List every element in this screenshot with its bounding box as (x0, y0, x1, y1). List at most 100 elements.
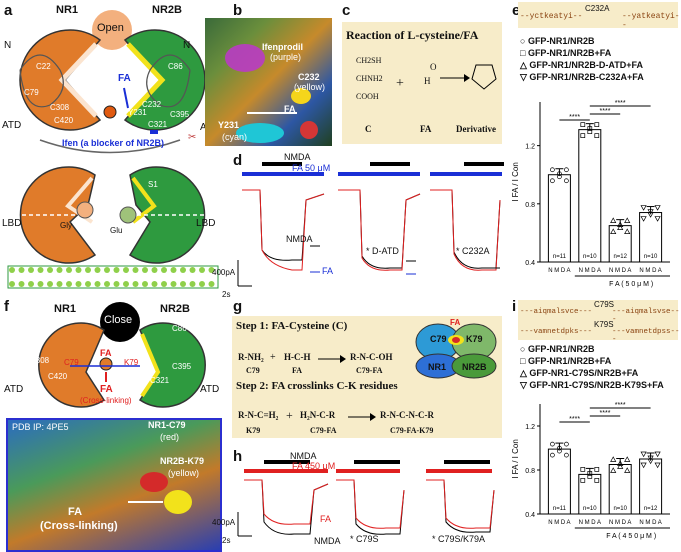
membrane-bead (123, 267, 129, 273)
i-seq2m: K79S (594, 320, 614, 329)
panel-b-structure (205, 18, 332, 146)
i-legend-0: GFP-NR1/NR2B (527, 344, 595, 354)
data-point (580, 467, 586, 472)
a-s1: S1 (148, 180, 158, 189)
f-yellow: (yellow) (168, 468, 200, 478)
n-label: n=10 (613, 506, 627, 512)
a-gly: Gly (60, 221, 72, 230)
panel-letter-f: f (4, 298, 9, 315)
i-legend-1: GFP-NR1/NR2B+FA (527, 356, 612, 366)
membrane-bead (142, 267, 148, 273)
data-point (564, 441, 569, 447)
h-scale-y: 400pA (212, 518, 236, 527)
f-c79: C79 (64, 358, 79, 367)
e-seq-box (518, 2, 678, 28)
data-point (594, 467, 600, 472)
membrane-bead (132, 267, 139, 273)
panel-a-diagram: ✂ (7, 10, 219, 289)
g-h2nc: H₂N-C-R (300, 410, 336, 420)
a-y231: Y231 (128, 108, 147, 117)
membrane-bead (47, 281, 53, 287)
b-y231: Y231 (218, 120, 240, 130)
data-point (640, 451, 647, 458)
data-point (580, 122, 586, 127)
y-tick-label: 0.4 (525, 260, 535, 267)
a-ifen: Ifen (a blocker of NR2B) (62, 138, 165, 148)
x-category-label: N M D A (609, 268, 631, 274)
n-label: n=12 (613, 254, 627, 260)
g-nr1: NR1 (428, 362, 447, 372)
n-label: n=10 (644, 254, 658, 260)
data-point (617, 221, 624, 227)
x-category-label: N M D A (639, 520, 661, 526)
membrane-bead (66, 281, 72, 287)
membrane-bead (18, 267, 25, 273)
a-lbd1: LBD (2, 218, 22, 229)
n-label: n=11 (553, 506, 567, 512)
y-tick-label: 0.8 (525, 468, 535, 475)
membrane (7, 265, 219, 289)
panel-h-traces (237, 460, 495, 537)
data-point (557, 174, 562, 180)
membrane-bead (170, 267, 177, 273)
a-c22: C22 (36, 62, 51, 71)
g-plus1: + (270, 352, 276, 363)
c-left1: CH2SH (356, 56, 382, 65)
data-point (594, 478, 600, 483)
f-pdb-structure (6, 418, 222, 552)
nr1-atd-cleft (58, 42, 98, 118)
bar (547, 448, 571, 515)
data-point (587, 126, 593, 131)
d-scale-x: 2s (222, 290, 231, 299)
group-label: F A ( 4 5 0 μ M ) (606, 533, 656, 540)
membrane-bead (85, 267, 91, 273)
membrane-bead (161, 281, 167, 287)
i-seq2r: ---vamnetdpss--- (612, 328, 680, 344)
data-point (610, 467, 617, 473)
x-category-label: N M D A (548, 520, 570, 526)
a-nr2b-label: NR2B (152, 4, 182, 16)
a-n2: N (183, 40, 191, 51)
i-legend: ○ GFP-NR1/NR2B □ GFP-NR1/NR2B+FA △ GFP-N… (520, 344, 664, 390)
a-open-label: Open (97, 22, 124, 34)
membrane-bead (199, 281, 205, 287)
membrane-beads (9, 267, 215, 287)
f-nr2b-shape (138, 322, 206, 408)
membrane-bead (28, 267, 34, 273)
a-glu: Glu (110, 226, 123, 235)
d-c232a: * C232A (456, 246, 490, 256)
nr2b-atd-cleft (126, 42, 166, 118)
i-legend-3: GFP-NR1-C79S/NR2B-K79S+FA (529, 380, 664, 390)
membrane-bead (132, 281, 139, 287)
x-category-label: N M D A (548, 268, 570, 274)
c-lbl-fa: FA (420, 124, 432, 134)
c-arrow (440, 74, 470, 82)
a-c86: C86 (168, 62, 183, 71)
e-legend-1: GFP-NR1/NR2B+FA (527, 48, 612, 58)
f-fa-ball (99, 357, 113, 371)
n-label: n=11 (553, 254, 567, 260)
e-legend-2: GFP-NR1/NR2B-D-ATD+FA (529, 60, 644, 70)
data-point (557, 448, 562, 454)
panel-letter-c: c (342, 2, 351, 19)
sig-label: **** (615, 402, 626, 409)
f-c395: C395 (172, 362, 192, 371)
a-c308: C308 (50, 103, 70, 112)
e-seq-mut: C232A (585, 4, 610, 13)
a-lbd2: LBD (196, 218, 216, 229)
membrane-bead (113, 267, 120, 273)
close-state-circle (100, 302, 140, 342)
panel-letter-g: g (233, 298, 243, 315)
membrane-bead (189, 281, 196, 287)
h-fa-lbl: FA (320, 514, 332, 524)
membrane-bead (199, 267, 205, 273)
g-step2: Step 2: FA crosslinks C-K residues (236, 380, 398, 392)
f-nr2b: NR2B (160, 303, 190, 315)
sig-label: **** (600, 108, 611, 115)
data-point (557, 171, 562, 177)
sig-label: **** (569, 416, 580, 423)
a-c232: C232 (142, 100, 162, 109)
panel-letter-h: h (233, 448, 243, 465)
data-point (580, 133, 586, 138)
